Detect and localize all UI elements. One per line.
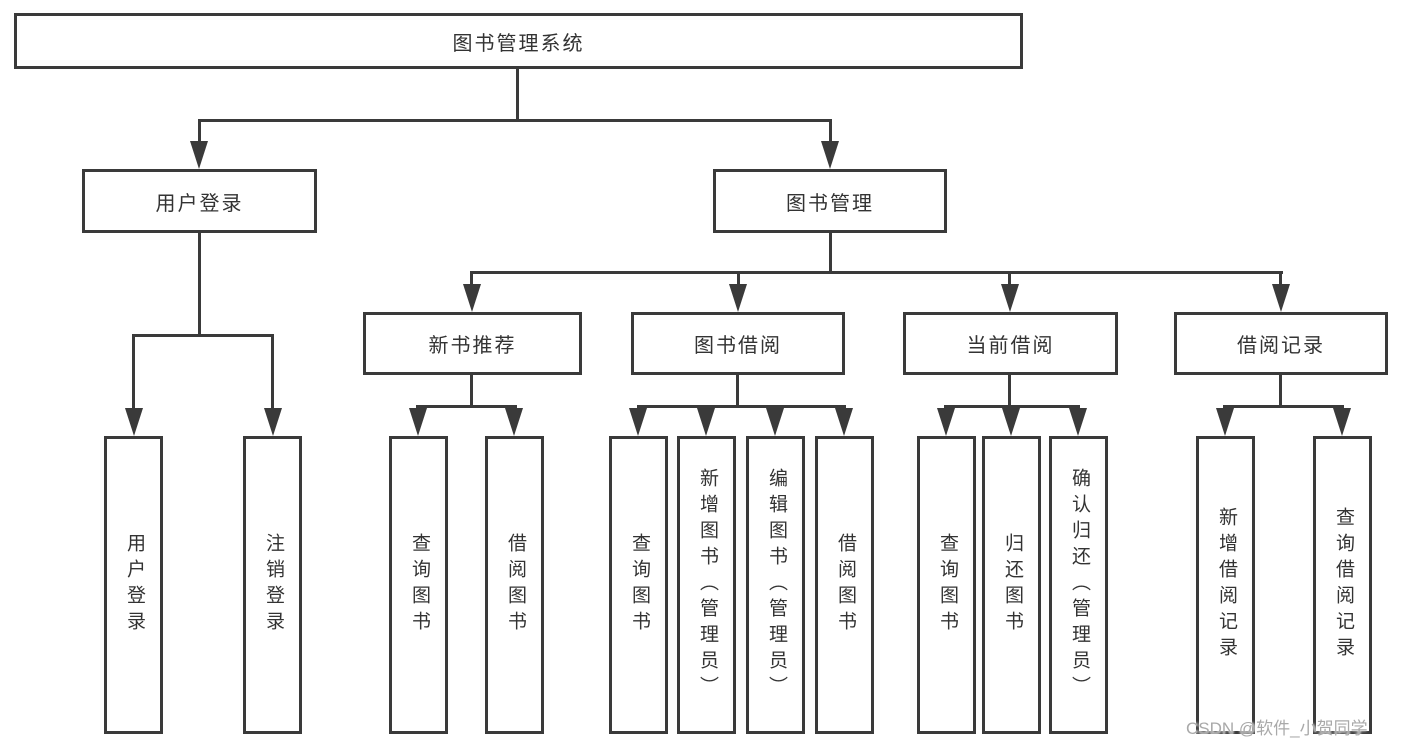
leaf-borrow-books: 借阅图书: [485, 436, 544, 734]
connector-stem-user-login: [198, 119, 201, 145]
arrowhead-down-icon: [1216, 408, 1234, 436]
connector-group-vertical: [736, 375, 739, 407]
arrowhead-down-icon: [1002, 408, 1020, 436]
leaf-add-book-admin: 新增图书（管理员）: [677, 436, 736, 734]
arrowhead-down-icon: [697, 408, 715, 436]
node-root: 图书管理系统: [14, 13, 1023, 69]
leaf-add-borrow-record: 新增借阅记录: [1196, 436, 1255, 734]
connector-group-horizontal: [944, 405, 1080, 408]
arrowhead-down-icon: [463, 284, 481, 312]
connector-root-horizontal: [198, 119, 832, 122]
leaf-query-books: 查询图书: [609, 436, 668, 734]
connector-stem-leaf: [1279, 271, 1282, 287]
node-book-management: 图书管理: [713, 169, 947, 233]
arrowhead-down-icon: [835, 408, 853, 436]
arrowhead-down-icon: [1001, 284, 1019, 312]
connector-stem-leaf: [470, 271, 473, 287]
leaf-edit-book-admin: 编辑图书（管理员）: [746, 436, 805, 734]
leaf-query-borrow-record: 查询借阅记录: [1313, 436, 1372, 734]
arrowhead-down-icon: [409, 408, 427, 436]
leaf-return-book: 归还图书: [982, 436, 1041, 734]
arrowhead-down-icon: [125, 408, 143, 436]
connector-stem-leaf: [132, 334, 135, 410]
arrowhead-down-icon: [190, 141, 208, 169]
leaf-logout: 注销登录: [243, 436, 302, 734]
connector-group-vertical: [470, 375, 473, 407]
arrowhead-down-icon: [766, 408, 784, 436]
arrowhead-down-icon: [505, 408, 523, 436]
connector-group-horizontal: [1223, 405, 1344, 408]
connector-bookmgmt-vertical: [829, 233, 832, 273]
connector-stem-leaf: [1008, 271, 1011, 287]
arrowhead-down-icon: [1333, 408, 1351, 436]
node-book-borrowing: 图书借阅: [631, 312, 845, 375]
node-user-login: 用户登录: [82, 169, 317, 233]
connector-stem-leaf: [271, 334, 274, 410]
arrowhead-down-icon: [629, 408, 647, 436]
connector-group-horizontal: [637, 405, 846, 408]
node-new-book-recommend: 新书推荐: [363, 312, 582, 375]
node-borrowing-records: 借阅记录: [1174, 312, 1388, 375]
connector-root-vertical: [516, 69, 519, 121]
connector-bookmgmt-horizontal: [470, 271, 1283, 274]
connector-group-vertical: [1008, 375, 1011, 407]
node-current-borrowing: 当前借阅: [903, 312, 1118, 375]
arrowhead-down-icon: [1069, 408, 1087, 436]
watermark: CSDN @软件_小贺同学: [1186, 719, 1368, 738]
connector-userlogin-horizontal: [132, 334, 274, 337]
arrowhead-down-icon: [264, 408, 282, 436]
arrowhead-down-icon: [937, 408, 955, 436]
connector-group-vertical: [1279, 375, 1282, 407]
leaf-query-books: 查询图书: [917, 436, 976, 734]
connector-userlogin-vertical: [198, 233, 201, 337]
arrowhead-down-icon: [1272, 284, 1290, 312]
leaf-user-login: 用户登录: [104, 436, 163, 734]
connector-group-horizontal: [416, 405, 517, 408]
connector-stem-leaf: [737, 271, 740, 287]
leaf-confirm-return-admin: 确认归还（管理员）: [1049, 436, 1108, 734]
leaf-borrow-books: 借阅图书: [815, 436, 874, 734]
arrowhead-down-icon: [729, 284, 747, 312]
arrowhead-down-icon: [821, 141, 839, 169]
leaf-query-books: 查询图书: [389, 436, 448, 734]
connector-stem-book-management: [829, 119, 832, 145]
